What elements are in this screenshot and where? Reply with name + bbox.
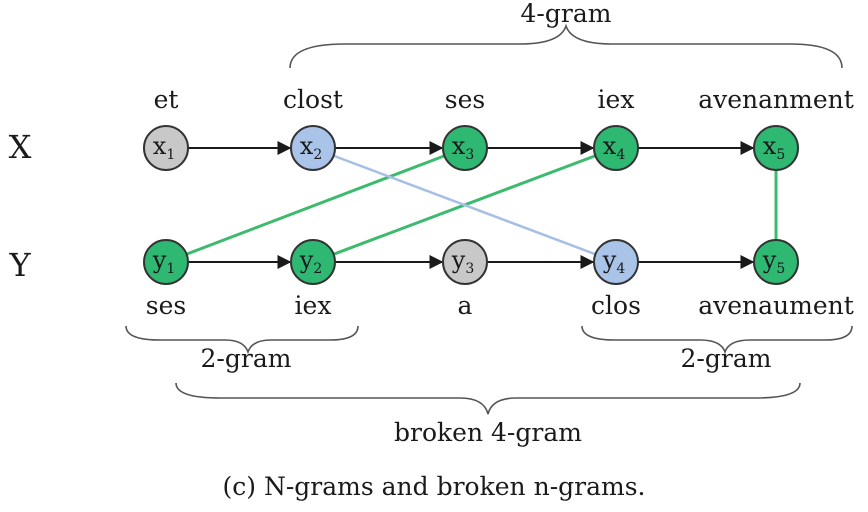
y-word-1: ses [146, 291, 186, 320]
y-node-label-5: y5 [762, 246, 785, 277]
x-node-1: x1 [143, 125, 189, 171]
x-node-4: x4 [593, 125, 639, 171]
y-word-2: iex [295, 291, 332, 320]
x-node-label-3: x3 [452, 132, 474, 163]
y-node-label-2: y2 [299, 246, 322, 277]
y-node-circle-3 [442, 239, 488, 285]
y-word-3: a [458, 291, 473, 320]
brace-top-4gram [289, 23, 843, 69]
row-label-y: Y [8, 246, 31, 284]
x-node-label-4: x4 [603, 132, 626, 163]
brace-bottom-wide-broken-4gram [175, 382, 801, 415]
alignment-line-x3-y1 [165, 146, 466, 264]
x-node-2: x2 [290, 125, 336, 171]
sequence-arrows [188, 141, 755, 269]
label-2gram-right: 2-gram [681, 344, 772, 373]
x-node-label-1: x1 [153, 132, 175, 163]
x-node-circle-2 [290, 125, 336, 171]
y-node-2: y2 [290, 239, 336, 285]
x-node-circle-4 [593, 125, 639, 171]
y-word-5: avenaument [698, 291, 854, 320]
x-word-2: clost [283, 85, 343, 114]
label-4gram: 4-gram [521, 0, 612, 28]
label-broken-4gram: broken 4-gram [394, 418, 582, 447]
y-node-5: y5 [753, 239, 799, 285]
x-word-4: iex [598, 85, 635, 114]
alignment-line-x2-y4 [312, 146, 617, 264]
y-node-label-4: y4 [602, 246, 626, 277]
y-word-4: clos [591, 291, 641, 320]
x-node-circle-3 [442, 125, 488, 171]
y-node-4: y4 [593, 239, 639, 285]
x-node-label-5: x5 [763, 132, 785, 163]
x-node-3: x3 [442, 125, 488, 171]
x-node-circle-5 [753, 125, 799, 171]
x-node-label-2: x2 [300, 132, 322, 163]
y-node-circle-1 [143, 239, 189, 285]
x-word-3: ses [445, 85, 485, 114]
x-node-circle-1 [143, 125, 189, 171]
y-node-label-1: y1 [152, 246, 175, 277]
brace-bottom-left-2gram [125, 325, 359, 355]
y-node-1: y1 [143, 239, 189, 285]
x-word-1: et [154, 85, 179, 114]
label-2gram-left: 2-gram [201, 344, 292, 373]
y-node-circle-5 [753, 239, 799, 285]
x-word-5: avenanment [698, 85, 854, 114]
sequence-nodes: x1 x2 x3 x4 x5 y1 y2 y3 y4 y5 [143, 125, 799, 285]
figure-caption: (c) N-grams and broken n-grams. [223, 472, 646, 501]
y-node-circle-2 [290, 239, 336, 285]
x-node-5: x5 [753, 125, 799, 171]
y-node-3: y3 [442, 239, 488, 285]
row-label-x: X [9, 128, 32, 166]
brace-bottom-right-2gram [581, 325, 853, 355]
y-node-label-3: y3 [451, 246, 474, 277]
y-node-circle-4 [593, 239, 639, 285]
